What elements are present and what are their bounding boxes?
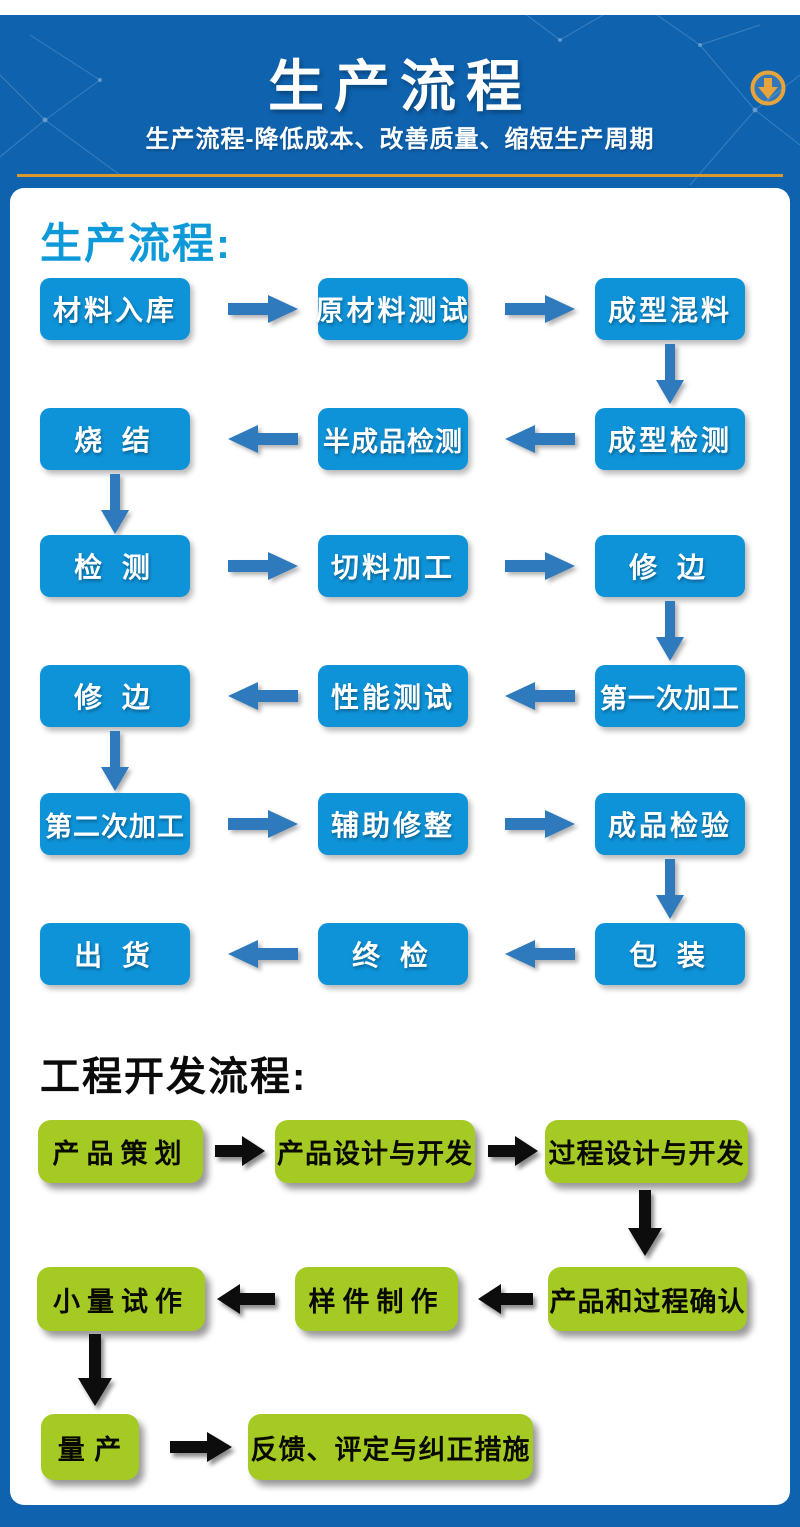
flow-step: 第一次加工 <box>595 665 745 727</box>
arrow-down-icon <box>628 1190 662 1256</box>
flow-step: 反馈、评定与纠正措施 <box>248 1414 533 1480</box>
flow-step: 样件制作 <box>295 1267 458 1331</box>
arrow-down-icon <box>101 731 129 791</box>
arrow-left-icon <box>228 423 298 455</box>
arrow-left-icon <box>505 423 575 455</box>
arrow-left-icon <box>217 1284 275 1314</box>
arrow-right-icon <box>505 550 575 582</box>
arrow-left-icon <box>505 680 575 712</box>
flow-step: 过程设计与开发 <box>545 1120 748 1183</box>
arrow-right-icon <box>170 1432 232 1462</box>
flow-step: 小量试作 <box>37 1267 205 1331</box>
flow-step: 材料入库 <box>40 278 190 340</box>
page-title: 生产流程 <box>268 55 532 118</box>
flow-step: 性能测试 <box>318 665 468 727</box>
arrow-left-icon <box>478 1284 533 1314</box>
content-card: 生产流程: 材料入库 原材料测试 成型混料 烧 结 半成品检测 成型检测 检 测… <box>10 188 790 1505</box>
arrow-right-icon <box>228 293 298 325</box>
arrow-down-icon <box>656 859 684 919</box>
flow-step: 切料加工 <box>318 535 468 597</box>
flow-step: 修 边 <box>595 535 745 597</box>
flow-step: 终 检 <box>318 923 468 985</box>
arrow-down-icon <box>101 474 129 534</box>
flow-step: 成型混料 <box>595 278 745 340</box>
arrow-right-icon <box>228 550 298 582</box>
arrow-right-icon <box>488 1136 538 1166</box>
arrow-left-icon <box>505 938 575 970</box>
gold-divider <box>17 174 783 177</box>
arrow-right-icon <box>505 293 575 325</box>
flow-step: 成型检测 <box>595 408 745 470</box>
flow-step: 成品检验 <box>595 793 745 855</box>
flow-step: 检 测 <box>40 535 190 597</box>
flow-step: 出 货 <box>40 923 190 985</box>
production-flow-heading: 生产流程: <box>40 220 232 267</box>
engineering-flow-heading: 工程开发流程: <box>40 1055 308 1099</box>
flow-step: 产品设计与开发 <box>275 1120 475 1183</box>
flow-step: 第二次加工 <box>40 793 190 855</box>
flow-step: 量 产 <box>41 1414 139 1480</box>
flow-step: 产品策划 <box>38 1120 203 1183</box>
page-subtitle: 生产流程-降低成本、改善质量、缩短生产周期 <box>145 126 655 153</box>
download-icon[interactable] <box>749 69 787 107</box>
arrow-right-icon <box>505 808 575 840</box>
flow-step: 修 边 <box>40 665 190 727</box>
flow-step: 半成品检测 <box>318 408 468 470</box>
arrow-down-icon <box>656 601 684 661</box>
arrow-down-icon <box>656 344 684 404</box>
flow-step: 原材料测试 <box>316 278 468 340</box>
flow-step: 辅助修整 <box>318 793 468 855</box>
arrow-left-icon <box>228 680 298 712</box>
flow-step: 包 装 <box>595 923 745 985</box>
flow-step: 产品和过程确认 <box>548 1267 747 1331</box>
arrow-left-icon <box>228 938 298 970</box>
arrow-right-icon <box>215 1136 265 1166</box>
arrow-down-icon <box>78 1334 112 1406</box>
flow-step: 烧 结 <box>40 408 190 470</box>
arrow-right-icon <box>228 808 298 840</box>
